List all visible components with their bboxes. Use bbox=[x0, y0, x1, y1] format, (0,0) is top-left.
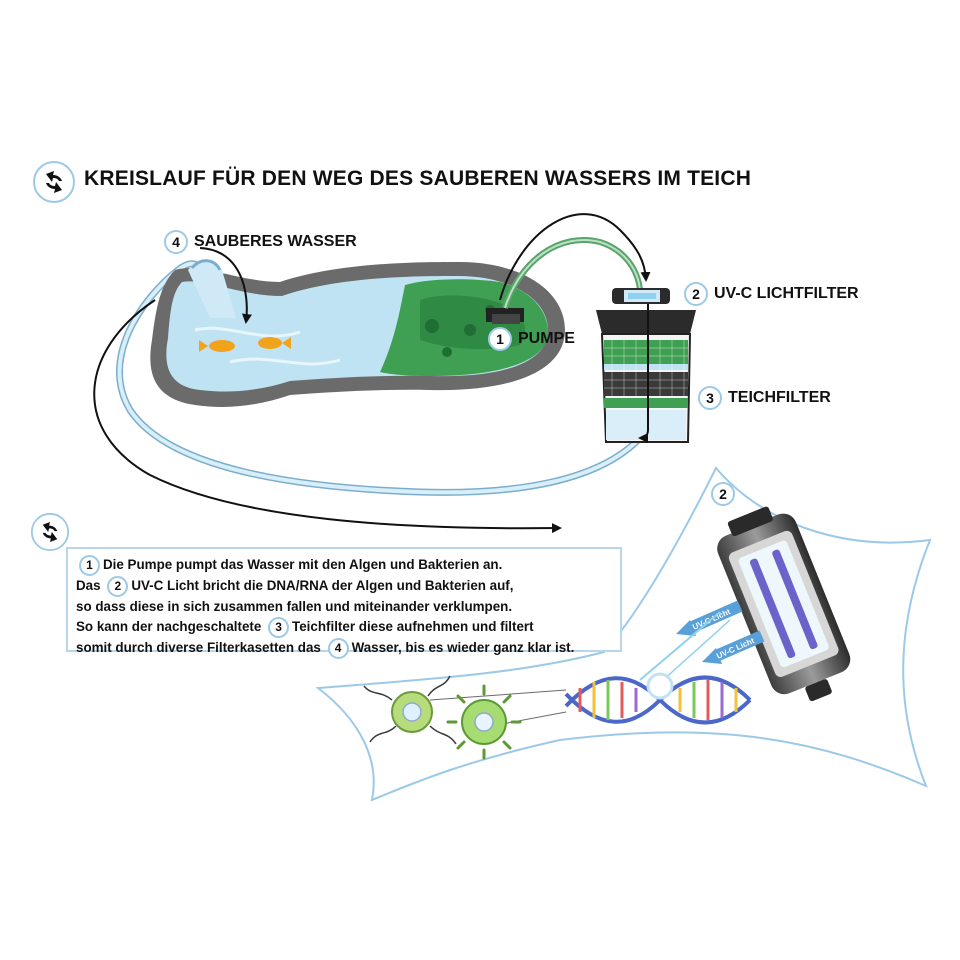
label-teichfilter: 3 TEICHFILTER bbox=[698, 386, 831, 410]
step-number-1: 1 bbox=[488, 327, 512, 351]
step-number-2: 2 bbox=[684, 282, 708, 306]
label-text: SAUBERES WASSER bbox=[194, 233, 357, 250]
label-pumpe: 1 PUMPE bbox=[488, 327, 575, 351]
filter-flow-arrow bbox=[638, 304, 649, 443]
algae-cell bbox=[363, 675, 457, 745]
pump-to-uv-arrow bbox=[499, 213, 651, 301]
step-number-4: 4 bbox=[164, 230, 188, 254]
bacteria-cell bbox=[446, 684, 522, 760]
page-title: KREISLAUF FÜR DEN WEG DES SAUBEREN WASSE… bbox=[84, 167, 752, 190]
step-number-1: 1 bbox=[79, 555, 100, 576]
label-text: PUMPE bbox=[518, 330, 575, 347]
step-number-2: 2 bbox=[107, 576, 129, 597]
step-number-2-detail: 2 bbox=[711, 482, 735, 506]
circulation-arrow bbox=[93, 299, 562, 534]
label-detail-number: 2 bbox=[711, 482, 741, 506]
explanation-text-2a: Das bbox=[76, 578, 101, 594]
pond bbox=[150, 262, 565, 407]
step-number-3: 3 bbox=[268, 616, 290, 638]
fish-left bbox=[199, 340, 235, 352]
explanation-text-5b: Wasser, bis es wieder ganz klar ist. bbox=[351, 639, 575, 655]
explanation-text-1: Die Pumpe pumpt das Wasser mit den Algen… bbox=[103, 557, 503, 573]
explanation-line-3: so dass diese in sich zusammen fallen un… bbox=[76, 597, 574, 617]
step-number-4: 4 bbox=[327, 637, 349, 659]
label-text: TEICHFILTER bbox=[728, 389, 831, 406]
teichfilter-bucket bbox=[596, 310, 696, 443]
uvc-lamp bbox=[612, 288, 670, 304]
inflow-arrow bbox=[199, 247, 252, 324]
waterfall bbox=[188, 262, 236, 318]
explanation-line-5: somit durch diverse Filterkasetten das 4… bbox=[76, 637, 575, 659]
label-text: UV-C LICHTFILTER bbox=[714, 285, 859, 302]
label-uvc-filter: 2 UV-C LICHTFILTER bbox=[684, 282, 859, 306]
explanation-text-4b: Teichfilter diese aufnehmen und filtert bbox=[292, 618, 534, 634]
explanation-text-5a: somit durch diverse Filterkasetten das bbox=[76, 639, 321, 655]
label-sauberes-wasser: 4 SAUBERES WASSER bbox=[164, 230, 357, 254]
step-number-3: 3 bbox=[698, 386, 722, 410]
dna-helix bbox=[564, 672, 752, 725]
explanation-text-4a: So kann der nachgeschaltete bbox=[76, 618, 262, 634]
cycle-icon bbox=[33, 161, 75, 203]
cycle-icon-explanation bbox=[30, 512, 70, 552]
fish-right bbox=[258, 337, 291, 349]
explanation-text-2b: UV-C Licht bricht die DNA/RNA der Algen … bbox=[131, 578, 514, 594]
uv-arrow-2 bbox=[702, 630, 765, 664]
uvc-device-detail bbox=[717, 506, 851, 702]
explanation-text-3: so dass diese in sich zusammen fallen un… bbox=[76, 599, 513, 614]
